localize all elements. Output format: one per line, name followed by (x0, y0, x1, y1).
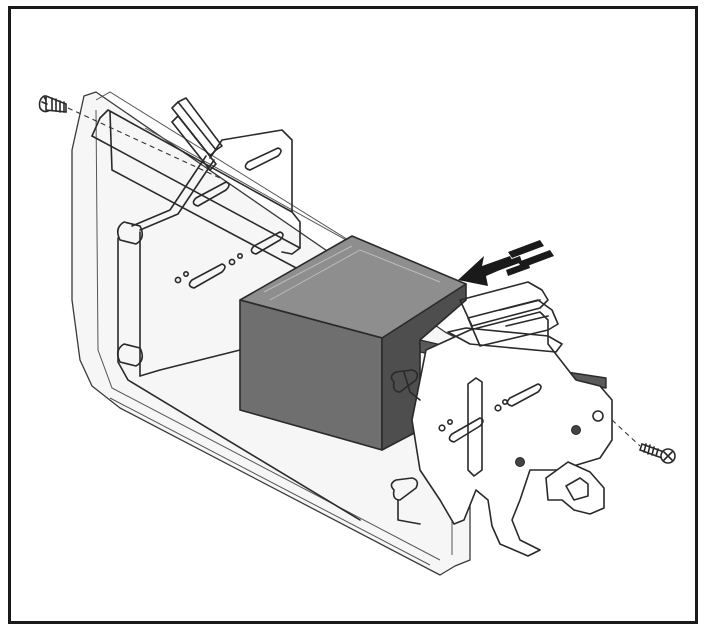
right-bracket (390, 311, 613, 557)
screw-left-icon (38, 94, 67, 113)
insertion-arrow-icon (458, 240, 554, 286)
left-bracket (91, 109, 361, 521)
release-key-right (447, 281, 563, 353)
release-key-left (131, 97, 223, 231)
screw-right-icon (638, 442, 676, 464)
guide-line-left (67, 107, 221, 179)
guide-line-right (611, 419, 641, 447)
